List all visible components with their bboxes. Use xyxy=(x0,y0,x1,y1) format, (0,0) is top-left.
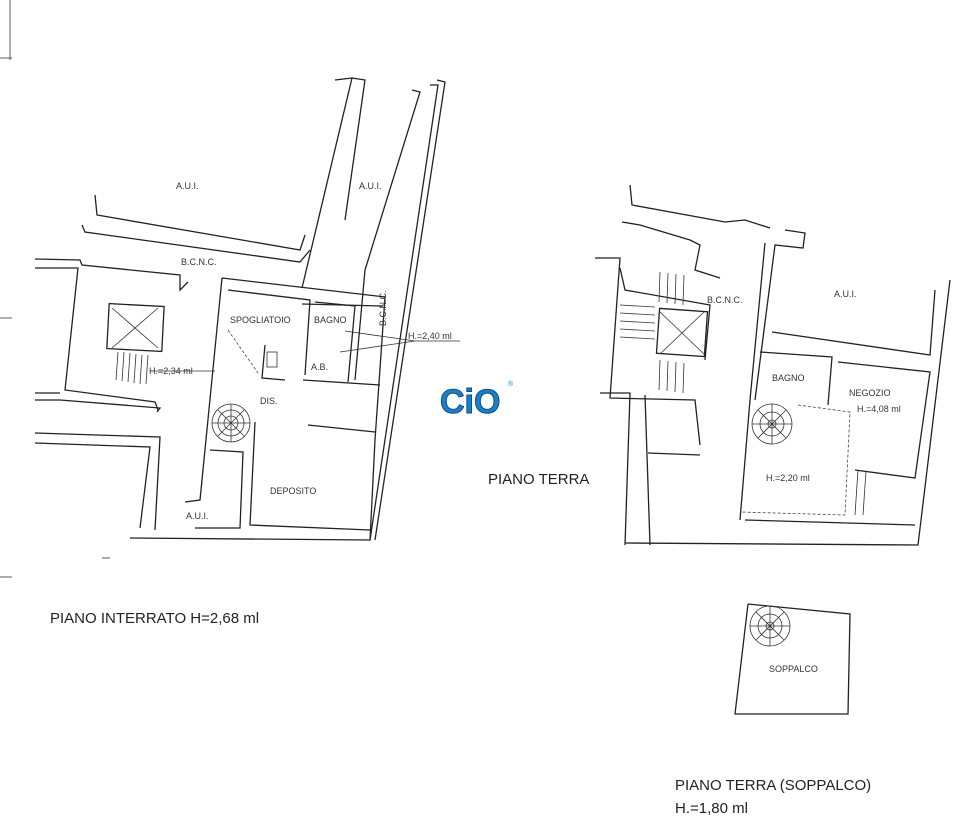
room-label-soppalco: SOPPALCO xyxy=(769,664,818,674)
room-label-bcnc-vertical: B.C.N.C. xyxy=(378,290,388,326)
mezzanine-height: H.=1,80 ml xyxy=(675,800,748,817)
height-label: H.=2,40 ml xyxy=(408,331,452,341)
height-label: H.=4,08 ml xyxy=(857,404,901,414)
room-label-bagno: BAGNO xyxy=(772,373,805,383)
ground-floor-title: PIANO TERRA xyxy=(488,471,589,488)
mezzanine-plan xyxy=(734,603,851,715)
height-label: H.=2,34 ml xyxy=(149,366,193,376)
room-label-bagno: BAGNO xyxy=(314,315,347,325)
room-label-deposito: DEPOSITO xyxy=(270,486,316,496)
room-label-aui: A.U.I. xyxy=(359,181,382,191)
room-label-negozio: NEGOZIO xyxy=(849,388,891,398)
height-label: H.=2,20 ml xyxy=(766,473,810,483)
logo-text: CiO xyxy=(440,383,500,421)
room-label-aui: A.U.I. xyxy=(834,289,857,299)
mezzanine-title: PIANO TERRA (SOPPALCO) xyxy=(675,777,871,794)
room-label-aui: A.U.I. xyxy=(186,511,209,521)
room-label-aui: A.U.I. xyxy=(176,181,199,191)
registered-mark: ® xyxy=(508,380,514,388)
ground-floor-plan xyxy=(595,184,951,546)
room-label-dis: DIS. xyxy=(260,396,278,406)
room-label-spogliatoio: SPOGLIATOIO xyxy=(230,315,291,325)
cio-logo: CiO ® xyxy=(440,380,515,422)
basement-plan xyxy=(34,77,460,559)
room-label-bcnc: B.C.N.C. xyxy=(707,295,743,305)
room-label-bcnc: B.C.N.C. xyxy=(181,257,217,267)
margin-ticks xyxy=(0,0,12,578)
spiral-stair-icon xyxy=(211,403,251,443)
spiral-stair-icon xyxy=(749,605,791,647)
room-label-ab: A.B. xyxy=(311,362,328,372)
basement-title: PIANO INTERRATO H=2,68 ml xyxy=(50,610,259,627)
spiral-stair-icon xyxy=(751,403,793,445)
